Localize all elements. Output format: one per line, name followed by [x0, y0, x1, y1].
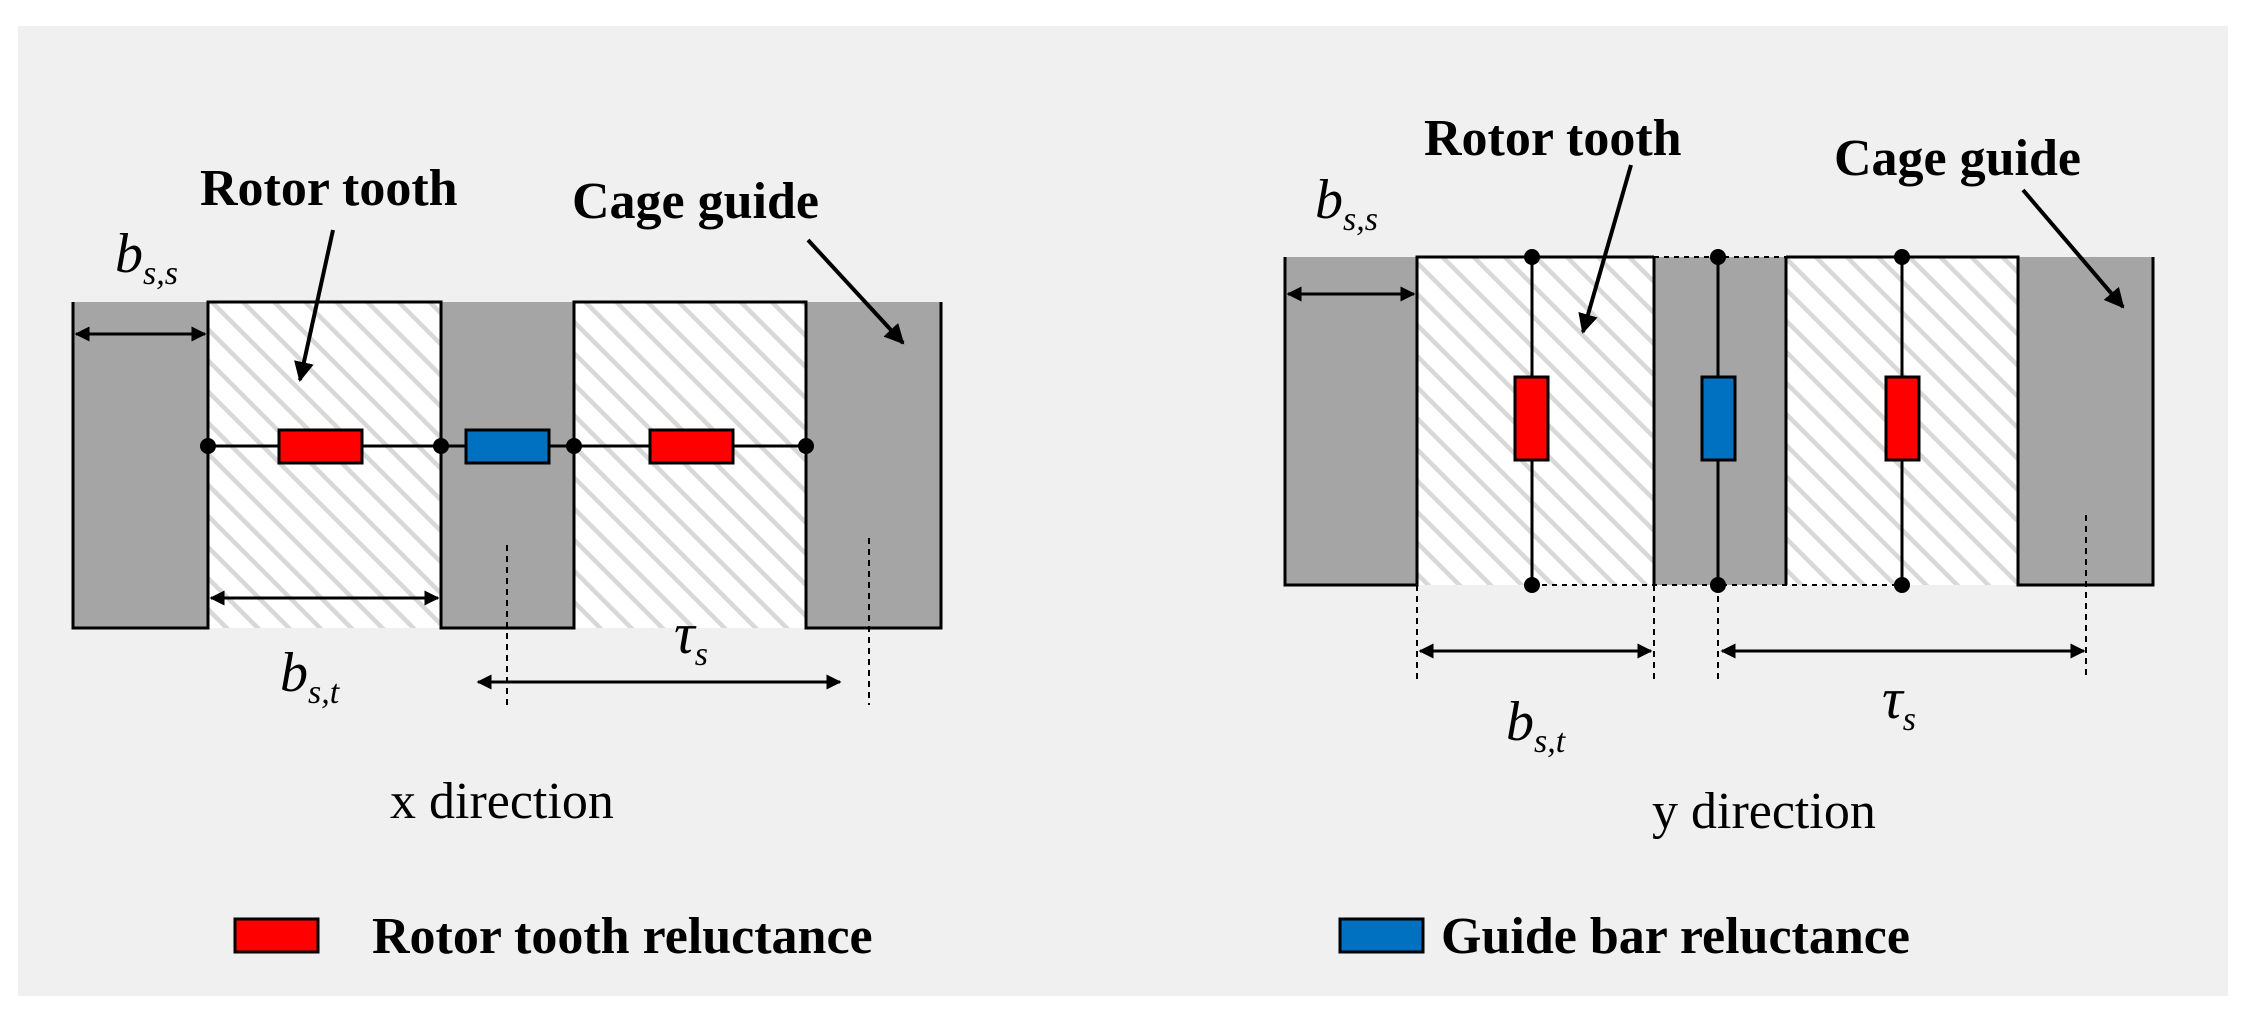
y-guide-bar-right [2018, 257, 2153, 585]
x-rotor-reluctance-2 [648, 428, 735, 465]
x-guide-bar-left [73, 302, 208, 628]
x-node [798, 438, 814, 454]
y-cage-guide-label: Cage guide [1834, 130, 2081, 187]
y-rotor-tooth-label: Rotor tooth [1424, 110, 1682, 167]
x-cage-guide-pointer [806, 238, 905, 345]
x-cage-guide-label: Cage guide [572, 173, 819, 230]
legend-guide-swatch [1338, 917, 1425, 954]
x-direction-caption: x direction [390, 773, 614, 830]
y-node [1710, 249, 1726, 265]
x-guide-bar-middle [441, 302, 574, 628]
x-rotor-tooth-pointer [294, 229, 335, 382]
legend-guide-label: Guide bar reluctance [1441, 908, 1910, 965]
y-tau-symbol: τs [1882, 666, 1916, 738]
x-bss-symbol: bs,s [115, 223, 178, 292]
x-direction-panel: Rotor tooth Cage guide bs,s bs,t τs x di… [71, 160, 943, 830]
x-node [200, 438, 216, 454]
x-guide-bar-right [806, 302, 941, 628]
x-rotor-tooth-2 [574, 302, 806, 628]
x-guide-reluctance [464, 428, 551, 465]
y-bst-symbol: bs,t [1506, 691, 1567, 760]
y-rotor-reluctance-1 [1513, 375, 1550, 462]
x-bst-symbol: bs,t [280, 642, 341, 711]
y-guide-reluctance [1700, 375, 1737, 462]
x-node [566, 438, 582, 454]
y-node [1524, 577, 1540, 593]
y-bss-symbol: bs,s [1315, 169, 1378, 238]
x-rotor-tooth-label: Rotor tooth [200, 160, 458, 217]
x-rotor-reluctance-1 [277, 428, 364, 465]
legend-rotor-swatch [233, 917, 320, 954]
x-tau-symbol: τs [674, 601, 708, 673]
y-direction-caption: y direction [1652, 783, 1876, 840]
legend-rotor-label: Rotor tooth reluctance [372, 908, 873, 965]
y-rotor-reluctance-2 [1884, 375, 1921, 462]
legend: Rotor tooth reluctance Guide bar relucta… [233, 908, 1910, 965]
y-node [1894, 249, 1910, 265]
x-node [433, 438, 449, 454]
y-guide-bar-left [1285, 257, 1417, 585]
y-outline [1786, 255, 2155, 587]
y-rotor-tooth-pointer [1578, 164, 1633, 334]
y-cage-guide-pointer [2021, 188, 2125, 309]
y-direction-panel: Rotor tooth Cage guide bs,s bs,t τs y di… [1283, 110, 2155, 840]
x-rotor-tooth-1 [208, 302, 441, 628]
y-node [1894, 577, 1910, 593]
y-node [1524, 249, 1540, 265]
